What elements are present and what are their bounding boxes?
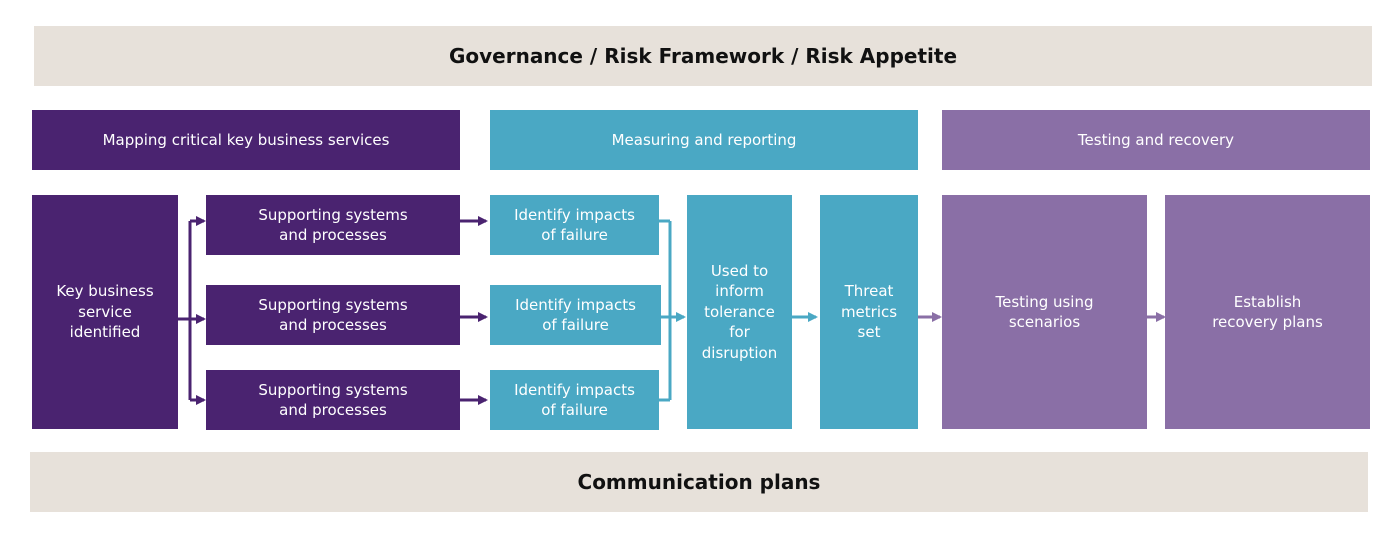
impacts-to-tolerance-connector — [659, 219, 687, 402]
governance-banner: Governance / Risk Framework / Risk Appet… — [34, 26, 1372, 86]
governance-banner-label: Governance / Risk Framework / Risk Appet… — [448, 44, 958, 68]
testing-scenarios-box: Testing using scenarios — [942, 195, 1147, 429]
identify-impacts-box-3: Identify impacts of failure — [490, 370, 659, 430]
phase-header-mapping: Mapping critical key business services — [32, 110, 460, 170]
threat-metrics-label: Threat metrics set — [840, 282, 898, 342]
identify-impacts-label-3: Identify impacts of failure — [514, 380, 635, 420]
communication-plans-label: Communication plans — [577, 470, 821, 494]
key-business-service-label: Key business service identified — [56, 282, 154, 342]
identify-impacts-label-2: Identify impacts of failure — [515, 295, 636, 335]
supporting-systems-box-2: Supporting systems and processes — [206, 285, 460, 345]
tolerance-box: Used to inform tolerance for disruption — [687, 195, 792, 429]
supporting-systems-label-2: Supporting systems and processes — [258, 295, 408, 335]
key-to-supporting-connector — [178, 215, 207, 406]
phase-header-testing-label: Testing and recovery — [1077, 130, 1235, 149]
communication-plans-banner: Communication plans — [30, 452, 1368, 512]
supporting-systems-box-1: Supporting systems and processes — [206, 195, 460, 255]
identify-impacts-label-1: Identify impacts of failure — [514, 205, 635, 245]
supporting-systems-label-1: Supporting systems and processes — [258, 205, 408, 245]
supporting-systems-label-3: Supporting systems and processes — [258, 380, 408, 420]
identify-impacts-box-2: Identify impacts of failure — [490, 285, 661, 345]
phase-header-measuring-label: Measuring and reporting — [611, 130, 797, 149]
identify-impacts-box-1: Identify impacts of failure — [490, 195, 659, 255]
phase-header-mapping-label: Mapping critical key business services — [102, 130, 390, 149]
supporting-systems-box-3: Supporting systems and processes — [206, 370, 460, 430]
testing-scenarios-label: Testing using scenarios — [995, 292, 1094, 332]
phase-header-testing: Testing and recovery — [942, 110, 1370, 170]
threat-metrics-box: Threat metrics set — [820, 195, 918, 429]
recovery-plans-box: Establish recovery plans — [1165, 195, 1370, 429]
supporting-to-impacts-arrows — [460, 215, 489, 406]
phase-header-measuring: Measuring and reporting — [490, 110, 918, 170]
tolerance-label: Used to inform tolerance for disruption — [701, 261, 778, 362]
key-business-service-box: Key business service identified — [32, 195, 178, 429]
recovery-plans-label: Establish recovery plans — [1212, 292, 1323, 332]
